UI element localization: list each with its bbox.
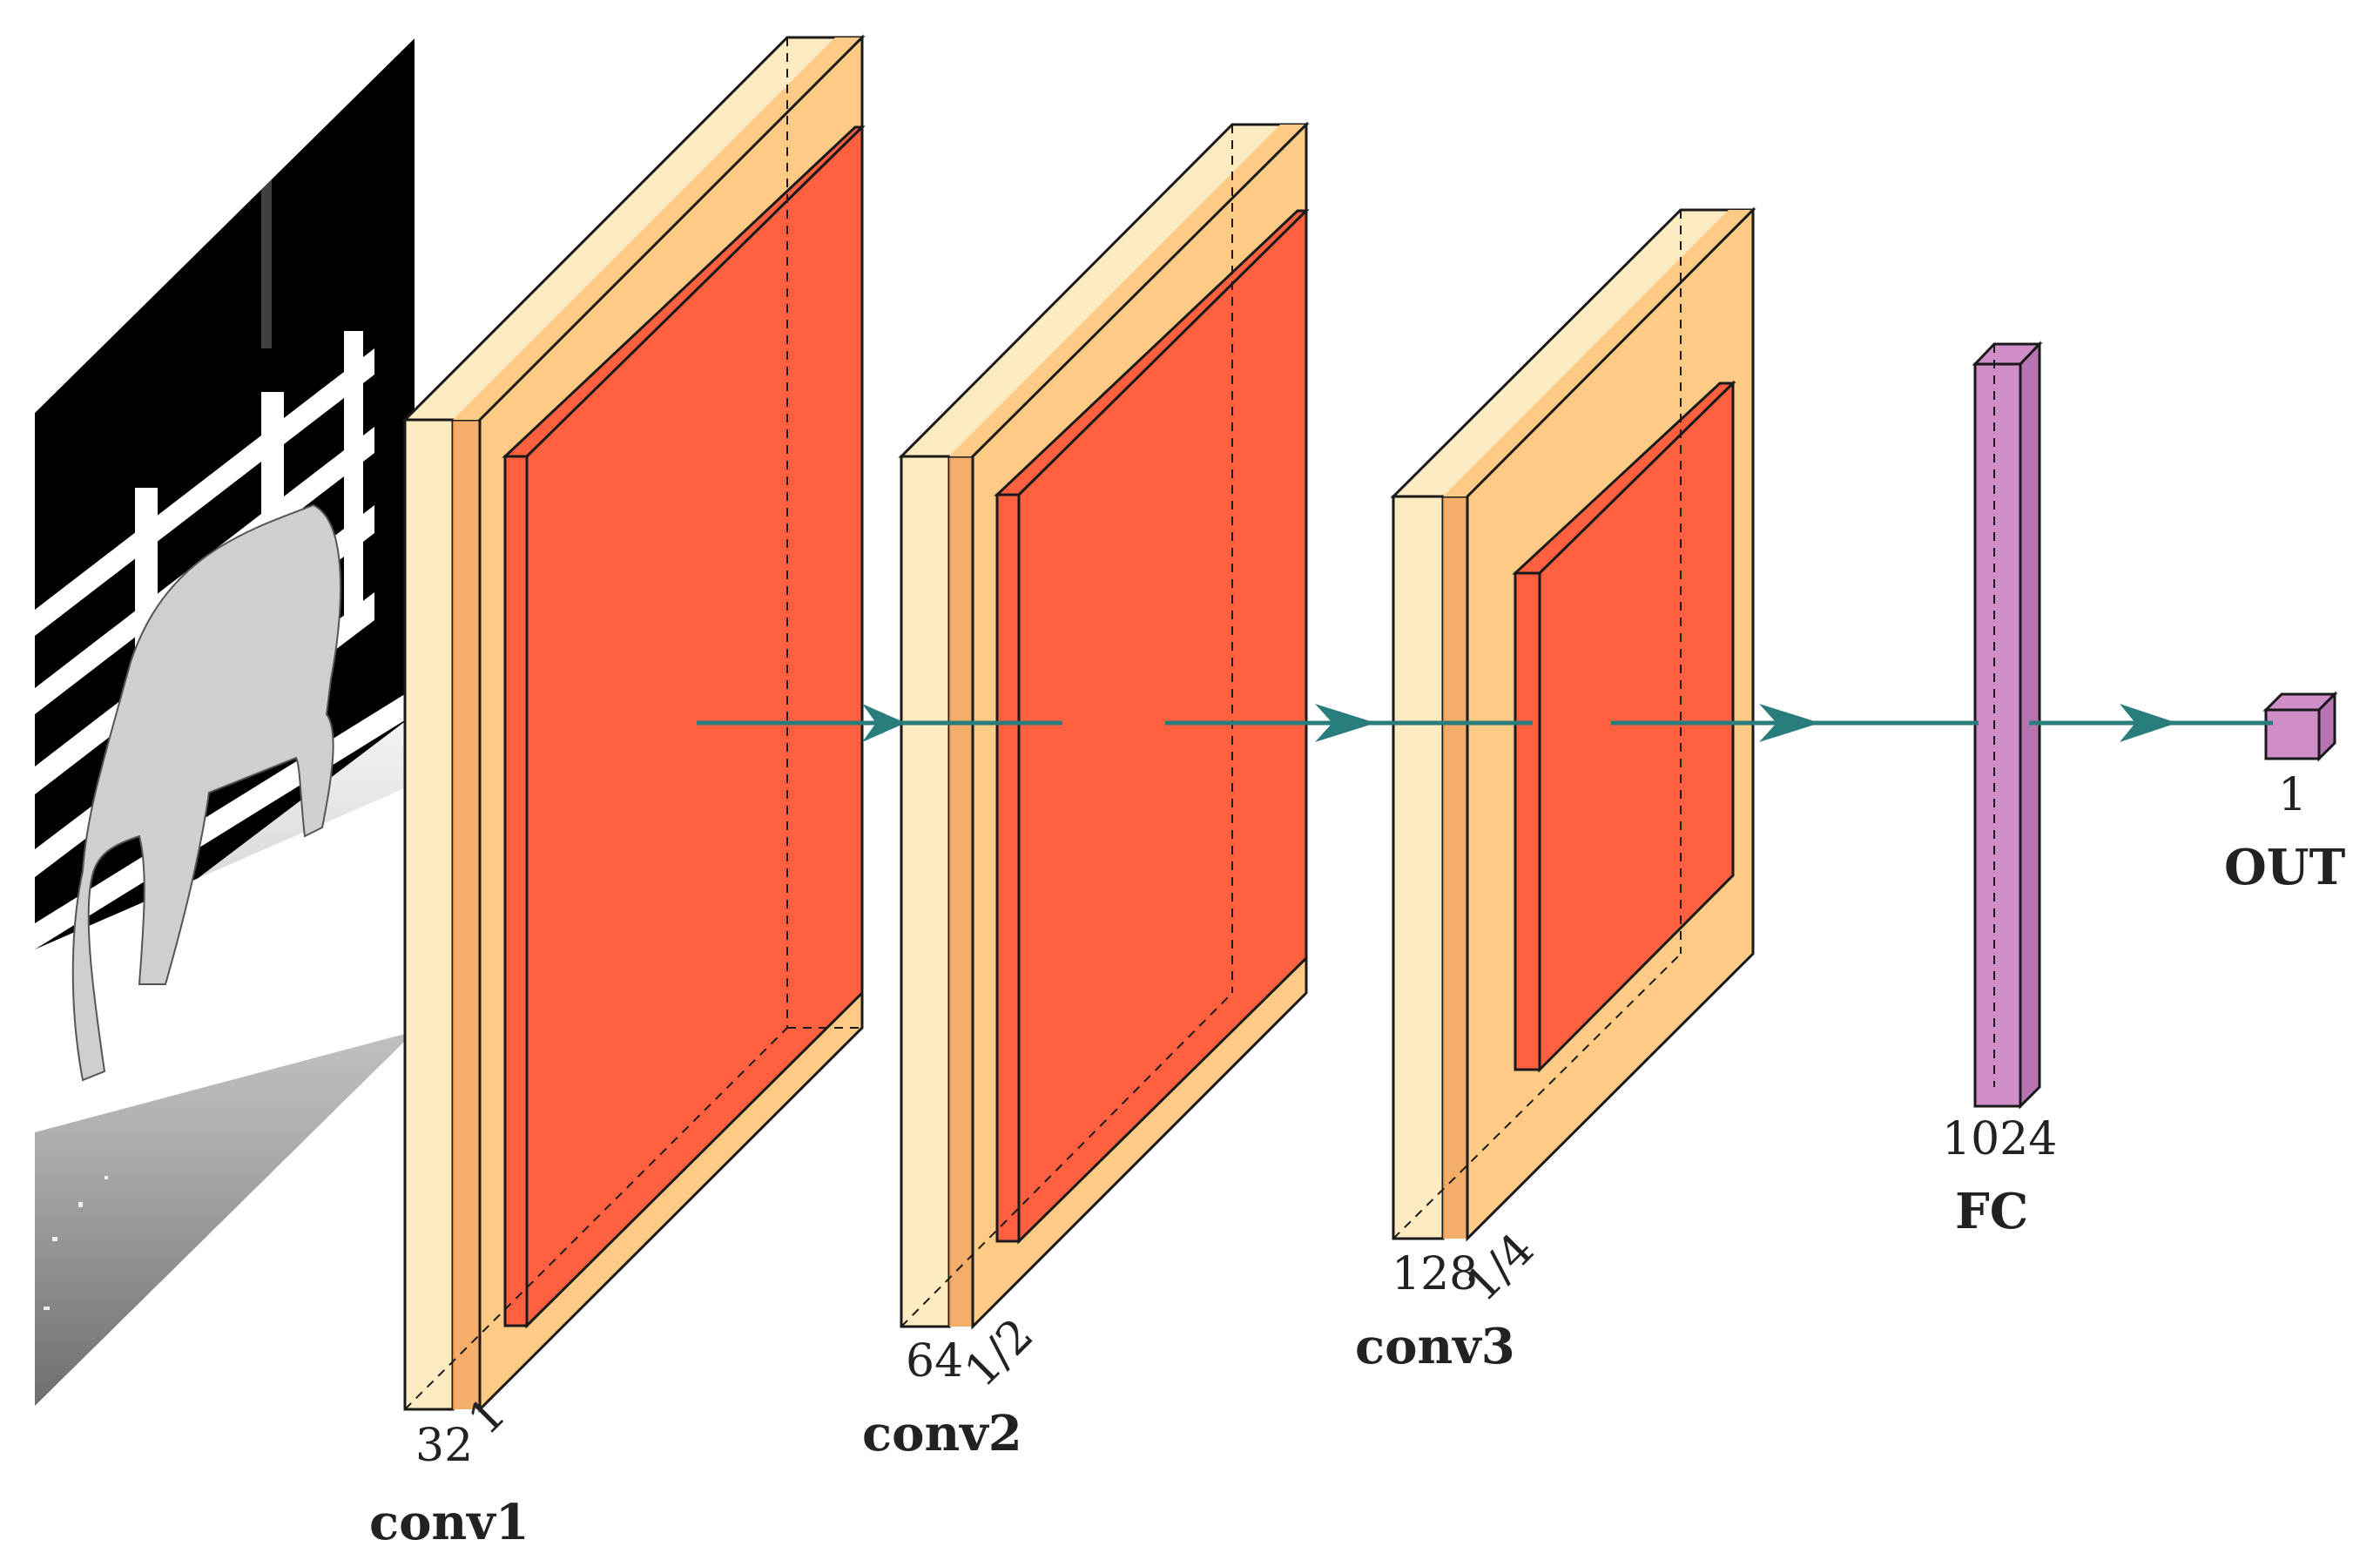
- conv1-block: [401, 34, 866, 1413]
- out-units: 1: [2278, 769, 2307, 821]
- conv3-name: conv3: [1355, 1318, 1515, 1375]
- conv2-block: [898, 121, 1310, 1330]
- conv2-name: conv2: [862, 1405, 1022, 1462]
- arrowhead-1: [862, 704, 906, 742]
- out-name: OUT: [2224, 839, 2346, 896]
- arrowhead-2: [1315, 704, 1376, 742]
- conv3-block: [1390, 206, 1756, 1242]
- animal-silhouette: [71, 503, 342, 1082]
- conv1-channels: 32: [415, 1420, 473, 1472]
- arrowhead-4: [2120, 704, 2177, 742]
- out-block: [2262, 691, 2338, 762]
- fc-units: 1024: [1942, 1113, 2057, 1165]
- fc-name: FC: [1955, 1183, 2028, 1240]
- arrowhead-3: [1759, 704, 1820, 742]
- conv1-name: conv1: [369, 1494, 529, 1551]
- conv2-channels: 64: [906, 1335, 963, 1388]
- conv3-channels: 128: [1392, 1248, 1478, 1300]
- input-image: [35, 38, 415, 1406]
